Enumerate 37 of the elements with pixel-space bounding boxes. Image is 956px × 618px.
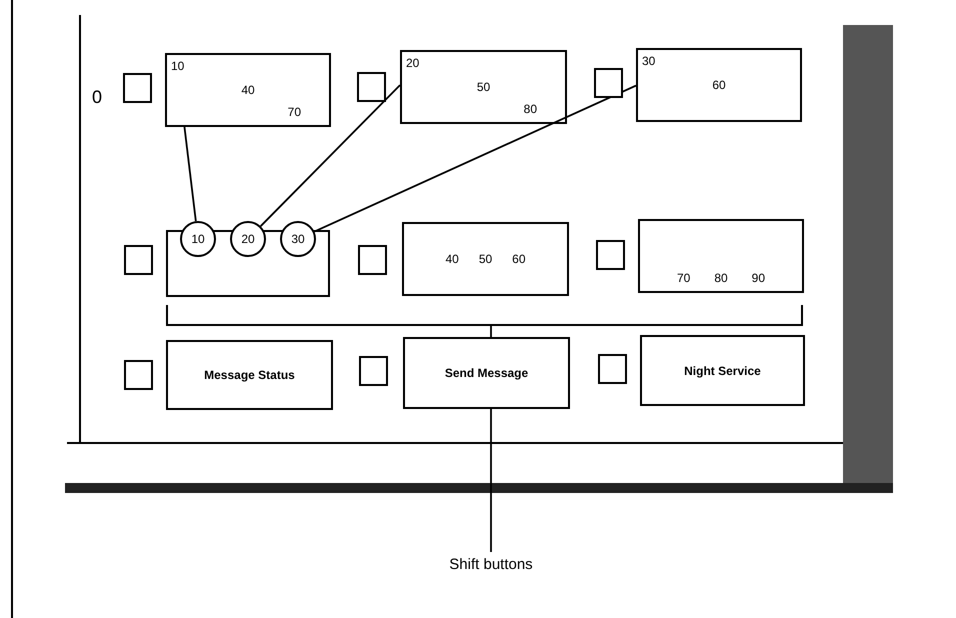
connector-line [314,84,636,232]
row-number: 0 [92,86,102,109]
box-text: 70 [288,104,301,121]
square-button [124,360,153,390]
key-box [636,48,802,122]
square-button [596,240,625,270]
square-button [357,72,386,102]
callout-text: Shift buttons [420,552,562,578]
connector-line [184,126,197,222]
key-box [640,335,805,406]
key-box [638,219,804,293]
connector-line [260,84,401,227]
box-text: 60 [712,77,726,94]
box-text: 30 [642,53,656,70]
square-button [598,354,627,384]
box-text: 90 [752,270,766,287]
square-button [124,245,153,275]
box-text: 70 [676,270,690,287]
box-text: 10 [171,58,184,75]
box-text: 60 [512,251,526,268]
box-text: 40 [445,251,459,268]
square-button [594,68,623,98]
box-text: 40 [241,82,255,99]
key-box [402,222,569,296]
square-button [359,356,388,386]
key-box [403,337,570,409]
square-button [123,73,152,103]
box-text: 80 [524,101,537,118]
box-text: 50 [476,79,490,96]
square-button [358,245,387,275]
bracket [166,305,803,326]
key-box [165,53,331,127]
box-text: 50 [478,251,492,268]
key-box [400,50,567,124]
box-text: 20 [406,55,420,72]
box-text: 80 [714,270,728,287]
key-box [166,340,333,410]
